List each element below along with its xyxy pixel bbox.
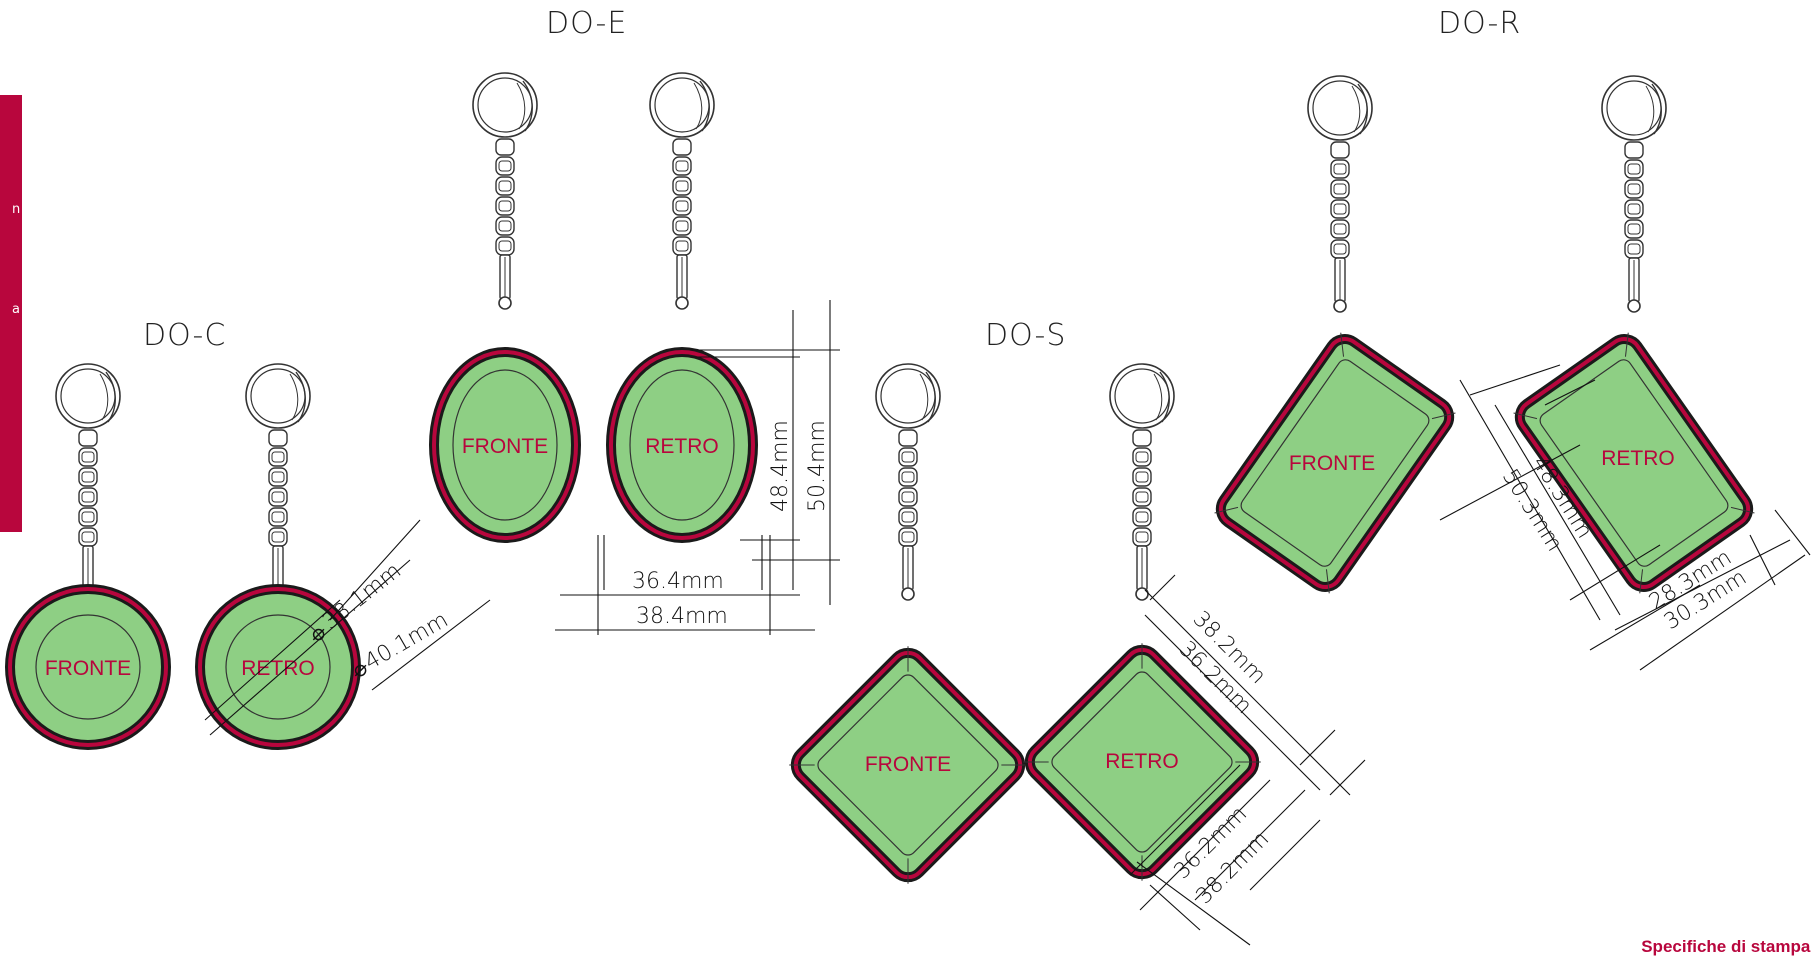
title-do-e: DO-E [546, 6, 628, 41]
side-text-fragment: a [12, 302, 20, 317]
do-e-dim-h-inner: 48.4mm [768, 420, 793, 512]
chain-icon [1601, 75, 1667, 313]
do-s-back-label: RETRO [1105, 750, 1179, 773]
print-specs-heading: Specifiche di stampa: [1641, 937, 1812, 956]
side-text-fragment: n [12, 202, 21, 217]
do-c-back-label: RETRO [241, 657, 315, 680]
chain-icon [55, 363, 121, 601]
do-r-front-tile [1214, 332, 1456, 594]
do-s-front-tile [789, 646, 1027, 884]
chain-icon [1307, 75, 1373, 313]
svg-text:⌀: ⌀ [354, 657, 367, 682]
svg-text:⌀: ⌀ [312, 621, 325, 646]
do-s-back-tile [1023, 643, 1261, 881]
chain-icon [245, 363, 311, 601]
chain-icon [875, 363, 941, 601]
do-r-back-label: RETRO [1601, 447, 1675, 470]
chain-icon [472, 72, 538, 310]
title-do-c: DO-C [143, 318, 227, 353]
do-e-back-label: RETRO [645, 435, 719, 458]
title-do-s: DO-S [985, 318, 1067, 353]
do-e-dim-h-outer: 50.4mm [805, 420, 830, 512]
do-e-dim-w-outer: 38.4mm [636, 604, 728, 629]
do-c-dim-inner: 38.1mm [318, 558, 406, 634]
do-r-front-label: FRONTE [1289, 452, 1375, 475]
do-r-back-tile [1513, 332, 1755, 594]
side-accent-bar: n a [0, 95, 22, 532]
do-c-front-label: FRONTE [45, 657, 131, 680]
chain-icon [649, 72, 715, 310]
do-e-dim-w-inner: 36.4mm [632, 569, 724, 594]
do-e-front-label: FRONTE [462, 435, 548, 458]
title-do-r: DO-R [1438, 6, 1522, 41]
chain-icon [1109, 363, 1175, 601]
do-c-dim-outer: 40.1mm [361, 608, 453, 676]
do-s-front-label: FRONTE [865, 753, 951, 776]
